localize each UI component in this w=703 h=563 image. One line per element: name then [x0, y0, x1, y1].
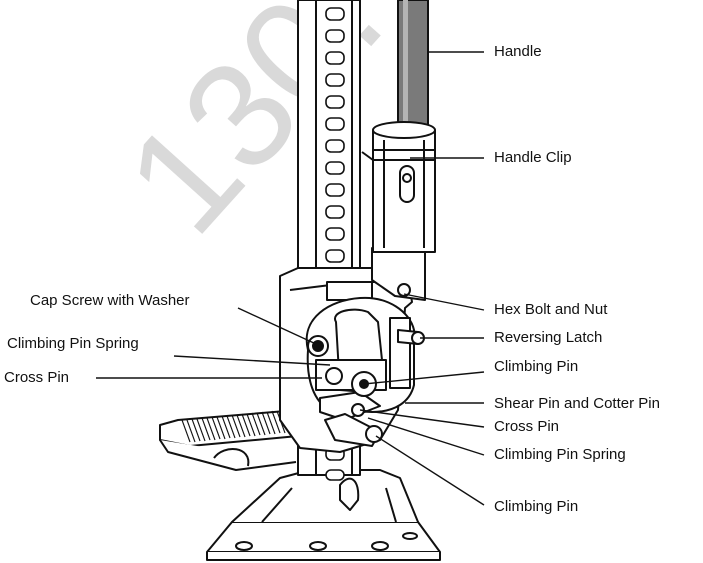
label-handle-clip: Handle Clip — [494, 149, 572, 166]
foot-plate-ribs — [181, 410, 286, 443]
bar-holes — [325, 7, 345, 481]
label-shear-pin-and-cotter-pin: Shear Pin and Cotter Pin — [494, 395, 660, 412]
label-climbing-pin-spring-right: Climbing Pin Spring — [494, 446, 626, 463]
leader-lines — [96, 51, 485, 506]
base-plate — [206, 469, 441, 561]
label-reversing-latch: Reversing Latch — [494, 329, 603, 346]
label-climbing-pin-upper: Climbing Pin — [494, 358, 579, 375]
label-hex-bolt-and-nut: Hex Bolt and Nut — [494, 301, 608, 318]
foot-plate — [159, 409, 299, 471]
label-climbing-pin-lower: Climbing Pin — [494, 498, 579, 515]
label-cross-pin-left: Cross Pin — [4, 369, 70, 386]
label-cross-pin-right: Cross Pin — [494, 418, 560, 435]
label-cap-screw-with-washer: Cap Screw with Washer — [30, 292, 190, 309]
handle — [361, 0, 436, 253]
label-climbing-pin-spring-left: Climbing Pin Spring — [7, 335, 139, 352]
label-handle: Handle — [494, 43, 542, 60]
